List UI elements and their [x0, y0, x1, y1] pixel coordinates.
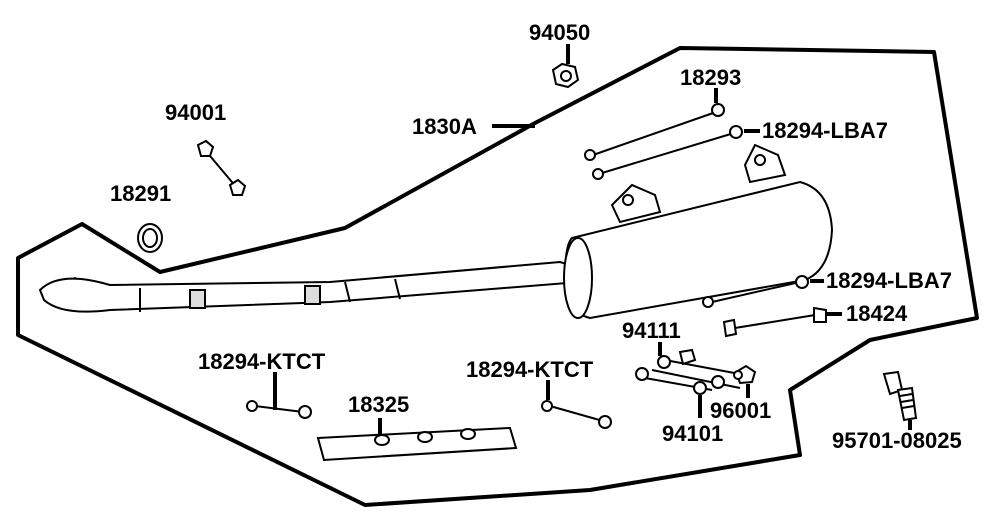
label-18294-LBA7-mid: 18294-LBA7: [826, 268, 952, 293]
label-96001: 96001: [710, 398, 771, 423]
part-18294-LBA7-mid-bolt: [702, 275, 809, 308]
label-94050: 94050: [529, 20, 590, 45]
part-18325-heat-shield: [316, 426, 518, 462]
label-18293: 18293: [680, 65, 741, 90]
label-95701-08025: 95701-08025: [832, 428, 962, 453]
label-18325: 18325: [348, 392, 409, 417]
part-94050-nut: [551, 62, 580, 89]
part-18293-bolt: [584, 103, 725, 161]
label-18294-KTCT-left: 18294-KTCT: [198, 349, 326, 374]
label-18291: 18291: [110, 181, 171, 206]
label-94101: 94101: [662, 421, 723, 446]
label-18294-KTCT-mid: 18294-KTCT: [466, 357, 594, 382]
label-18424: 18424: [846, 301, 908, 326]
label-94111: 94111: [622, 318, 681, 343]
part-94001-stud: [196, 139, 247, 196]
muffler: [563, 143, 834, 320]
label-94001: 94001: [165, 100, 226, 125]
part-18291-gasket: [137, 223, 163, 253]
part-cluster-fasteners: [635, 348, 757, 395]
assembly-outline: [16, 46, 979, 507]
exhaust-pipe: [38, 260, 581, 313]
label-1830A: 1830A: [412, 114, 477, 139]
part-18294-LBA7-top-bolt: [592, 125, 743, 180]
part-18294-KTCT-mid-bolt: [541, 400, 612, 429]
part-95701-08025-bolt: [882, 370, 918, 422]
part-18294-KTCT-left-bolt: [246, 400, 312, 419]
part-18424-bolt: [722, 306, 827, 338]
label-18294-LBA7-top: 18294-LBA7: [762, 118, 888, 143]
